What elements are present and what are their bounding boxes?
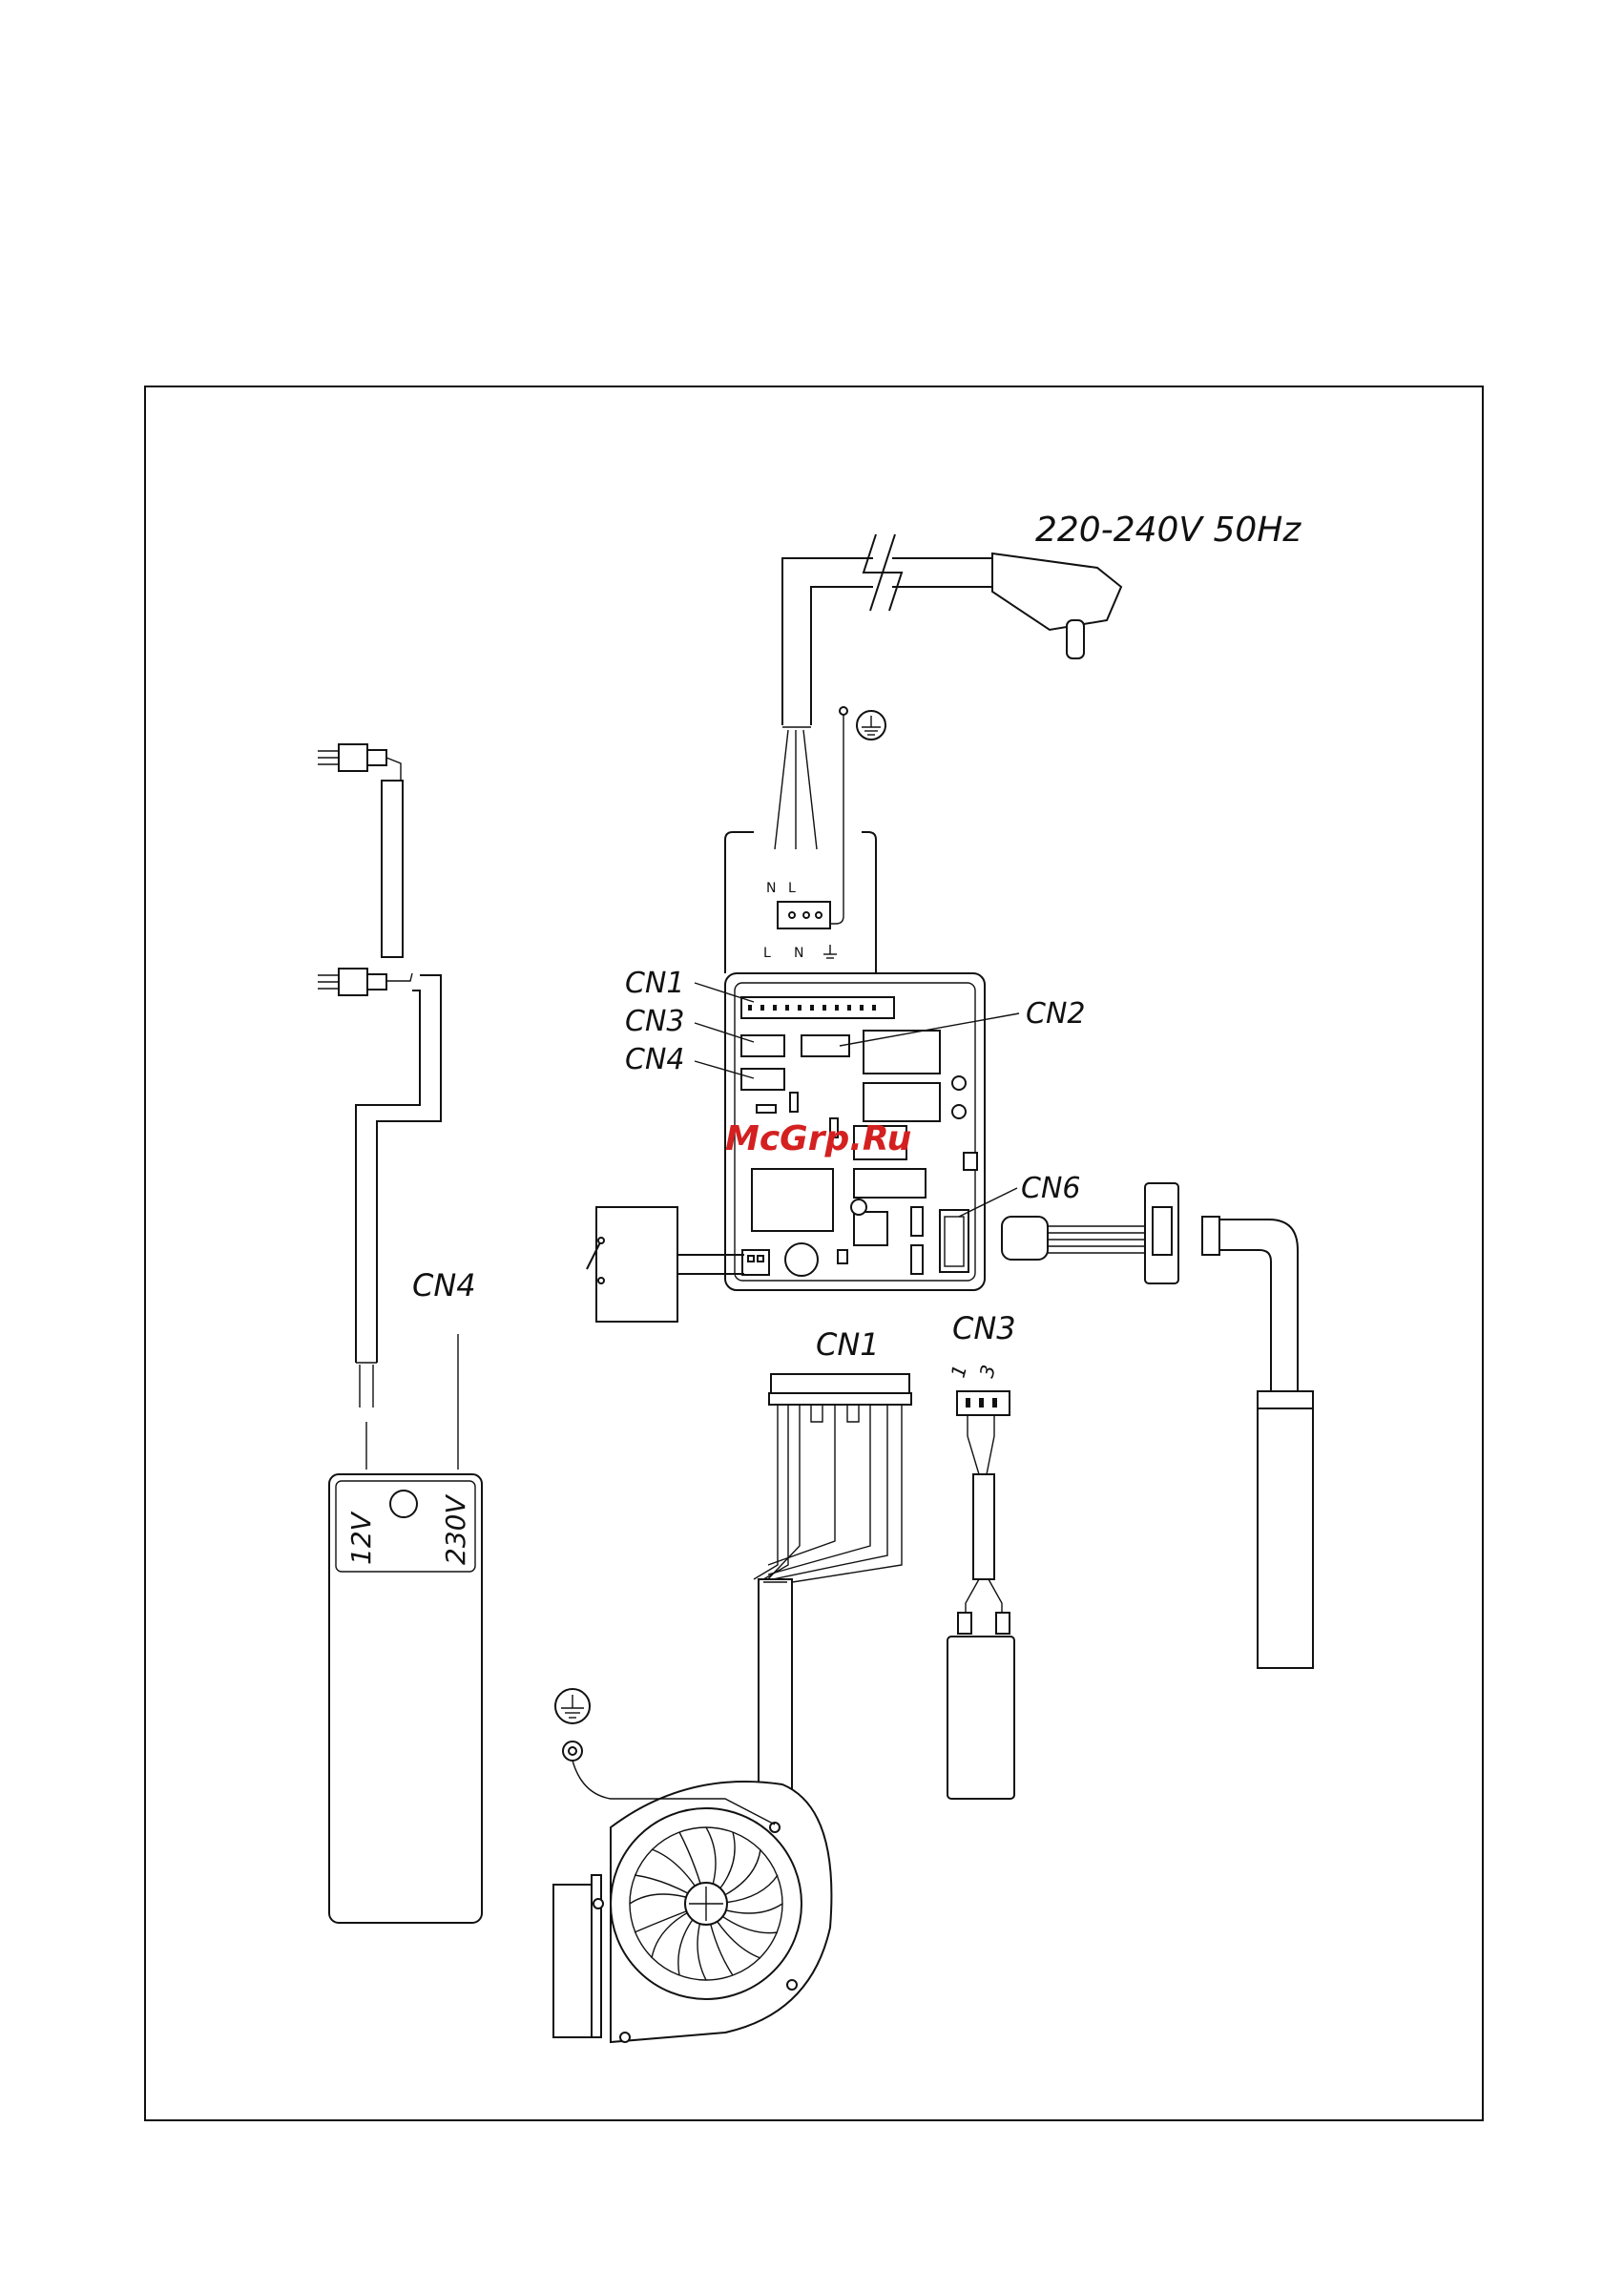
cn1-lower-connector [754,1374,911,1586]
terminal-n-bottom-label: N [794,946,803,961]
transformer-12v-label: 12V [345,1511,377,1565]
cn1-board-label: CN1 [625,967,684,1000]
ground-icon [857,711,885,740]
terminal-l-bottom-label: L [763,946,771,961]
cn2-label: CN2 [1026,997,1085,1031]
cn4-board-label: CN4 [625,1043,684,1076]
cn4-lower-label: CN4 [412,1267,476,1303]
cn1-lower-label: CN1 [816,1326,880,1363]
mains-cable [782,534,992,727]
supply-voltage-label: 220-240V 50Hz [1035,511,1301,550]
cn6-label: CN6 [1021,1172,1080,1205]
transformer-230v-label: 230V [440,1494,471,1565]
cn3-lower-connector [947,1391,1014,1799]
left-harness [318,744,441,1408]
cn3-board-label: CN3 [625,1005,684,1038]
fan-blower-icon [553,1782,831,2042]
switch-icon [587,1207,744,1322]
terminal-n-top-label: N [766,881,776,896]
pin-1-label: 1 [947,1363,971,1381]
watermark: McGrp.Ru [725,1119,911,1158]
cn3-lower-label: CN3 [952,1310,1016,1346]
plug-icon [992,553,1121,658]
mains-wires [775,707,847,924]
fan-cable [759,1579,792,1808]
pin-3-label: 3 [975,1363,1000,1381]
cn6-sensor-cable [1002,1183,1313,1668]
terminal-l-top-label: L [788,881,796,896]
ground-icon [555,1689,590,1723]
